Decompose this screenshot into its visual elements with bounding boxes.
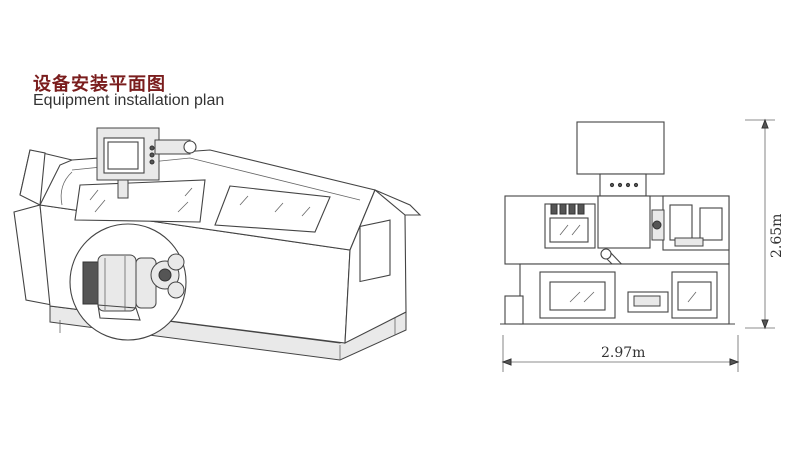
control-box (599, 173, 647, 197)
title-chinese: 设备安装平面图 (33, 74, 166, 95)
left-window (74, 179, 206, 223)
width-label: 2.97m (601, 345, 645, 361)
machine-perspective-view (13, 127, 422, 361)
width-dimension (501, 335, 740, 372)
side-door (359, 219, 391, 283)
right-window (214, 185, 331, 233)
height-dimension (745, 118, 775, 330)
machine-elevation-view (500, 118, 775, 372)
detail-callout (69, 223, 187, 341)
control-panel (96, 127, 197, 199)
height-label: 2.65m (769, 214, 785, 258)
overhead-unit (576, 121, 665, 175)
title-english: Equipment installation plan (33, 92, 225, 109)
